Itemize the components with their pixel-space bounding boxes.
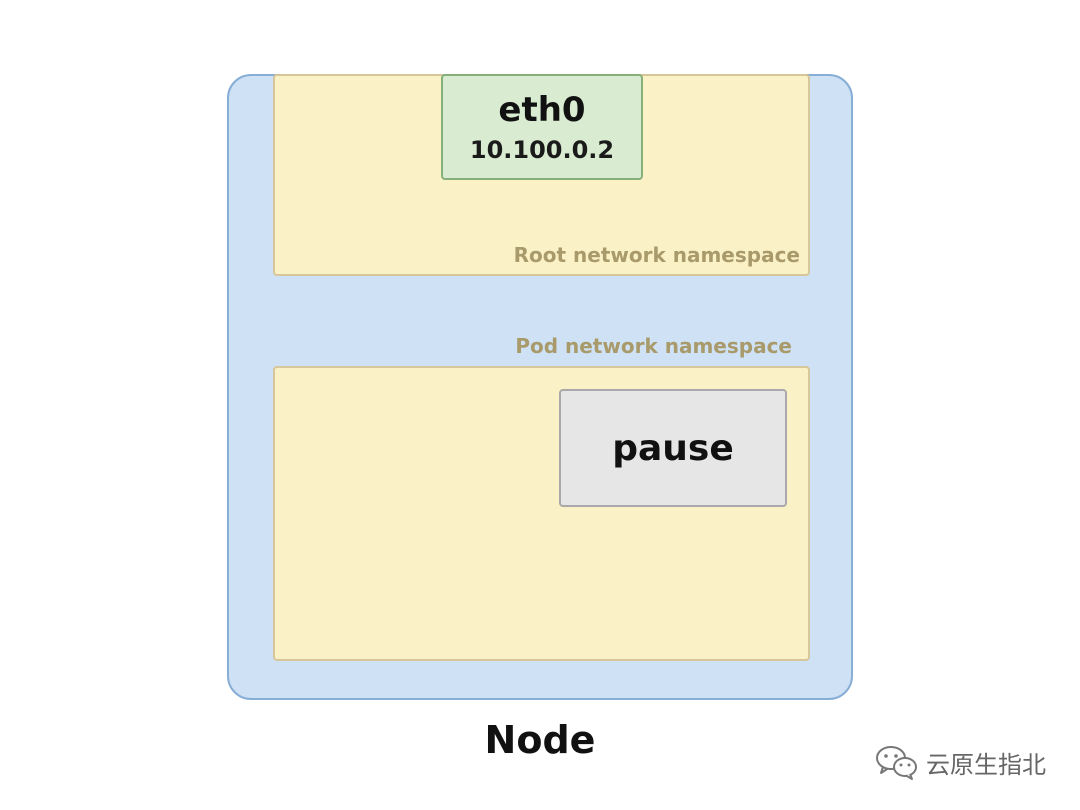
wechat-icon xyxy=(876,746,917,780)
interface-name: eth0 xyxy=(498,90,586,130)
root-namespace-label: Root network namespace xyxy=(513,243,800,267)
interface-ip: 10.100.0.2 xyxy=(469,136,615,164)
eth0-interface: eth0 10.100.0.2 xyxy=(441,74,643,180)
node-label: Node xyxy=(484,718,596,762)
pause-container: pause xyxy=(559,389,787,507)
pause-label: pause xyxy=(612,427,734,469)
watermark: 云原生指北 xyxy=(874,743,1046,781)
watermark-text: 云原生指北 xyxy=(926,750,1046,779)
pod-namespace-label: Pod network namespace xyxy=(515,334,792,358)
